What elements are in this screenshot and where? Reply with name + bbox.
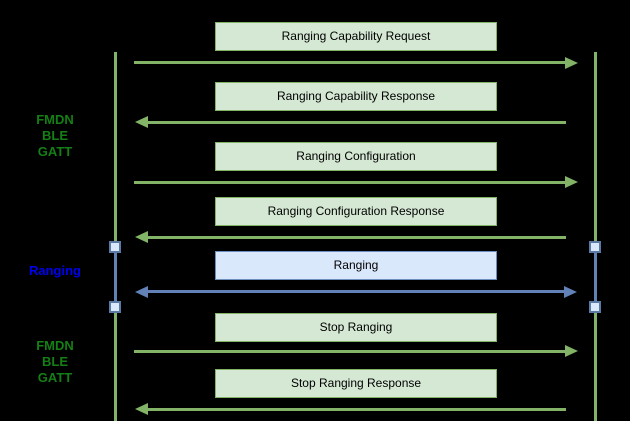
arrowhead-right-icon — [565, 176, 578, 188]
message-box-ranging-capability-response: Ranging Capability Response — [215, 82, 497, 111]
section-label-fmdn-ble-gatt-top: FMDN BLE GATT — [36, 112, 74, 159]
arrow-ranging-configuration — [134, 176, 578, 188]
arrowhead-left-icon — [135, 231, 148, 243]
message-box-stop-ranging-response: Stop Ranging Response — [215, 369, 497, 398]
message-box-ranging-configuration-response: Ranging Configuration Response — [215, 197, 497, 226]
arrow-stop-ranging-response — [135, 403, 566, 415]
left-lifeline — [114, 52, 117, 421]
message-box-ranging-configuration: Ranging Configuration — [215, 142, 497, 171]
arrowhead-left-icon — [135, 403, 148, 415]
arrowhead-right-icon — [564, 285, 577, 298]
arrow-line — [145, 120, 566, 124]
right-lifeline — [594, 52, 597, 421]
arrow-ranging-configuration-response — [135, 231, 566, 243]
ranging-end-marker-left — [109, 301, 121, 313]
arrow-line — [134, 61, 568, 64]
message-box-ranging: Ranging — [215, 251, 497, 280]
arrow-stop-ranging — [134, 345, 578, 357]
ranging-start-marker-left — [109, 241, 121, 253]
arrowhead-left-icon — [135, 285, 148, 298]
section-label-ranging: Ranging — [29, 263, 81, 278]
ranging-start-marker-right — [589, 241, 601, 253]
arrow-line — [145, 407, 566, 411]
arrow-ranging-capability-response — [135, 116, 566, 128]
arrow-ranging-capability-request — [134, 56, 578, 69]
arrowhead-right-icon — [565, 345, 578, 357]
arrow-line — [145, 290, 567, 293]
arrow-ranging-bidirectional — [135, 285, 577, 298]
message-box-stop-ranging: Stop Ranging — [215, 313, 497, 342]
arrowhead-right-icon — [565, 56, 578, 69]
arrowhead-left-icon — [135, 116, 148, 128]
ranging-end-marker-right — [589, 301, 601, 313]
arrow-line — [134, 180, 568, 184]
message-box-ranging-capability-request: Ranging Capability Request — [215, 22, 497, 51]
arrow-line — [134, 349, 568, 353]
arrow-line — [145, 235, 566, 239]
left-lifeline-ranging-segment — [114, 252, 117, 302]
right-lifeline-ranging-segment — [594, 252, 597, 302]
section-label-fmdn-ble-gatt-bottom: FMDN BLE GATT — [36, 338, 74, 385]
